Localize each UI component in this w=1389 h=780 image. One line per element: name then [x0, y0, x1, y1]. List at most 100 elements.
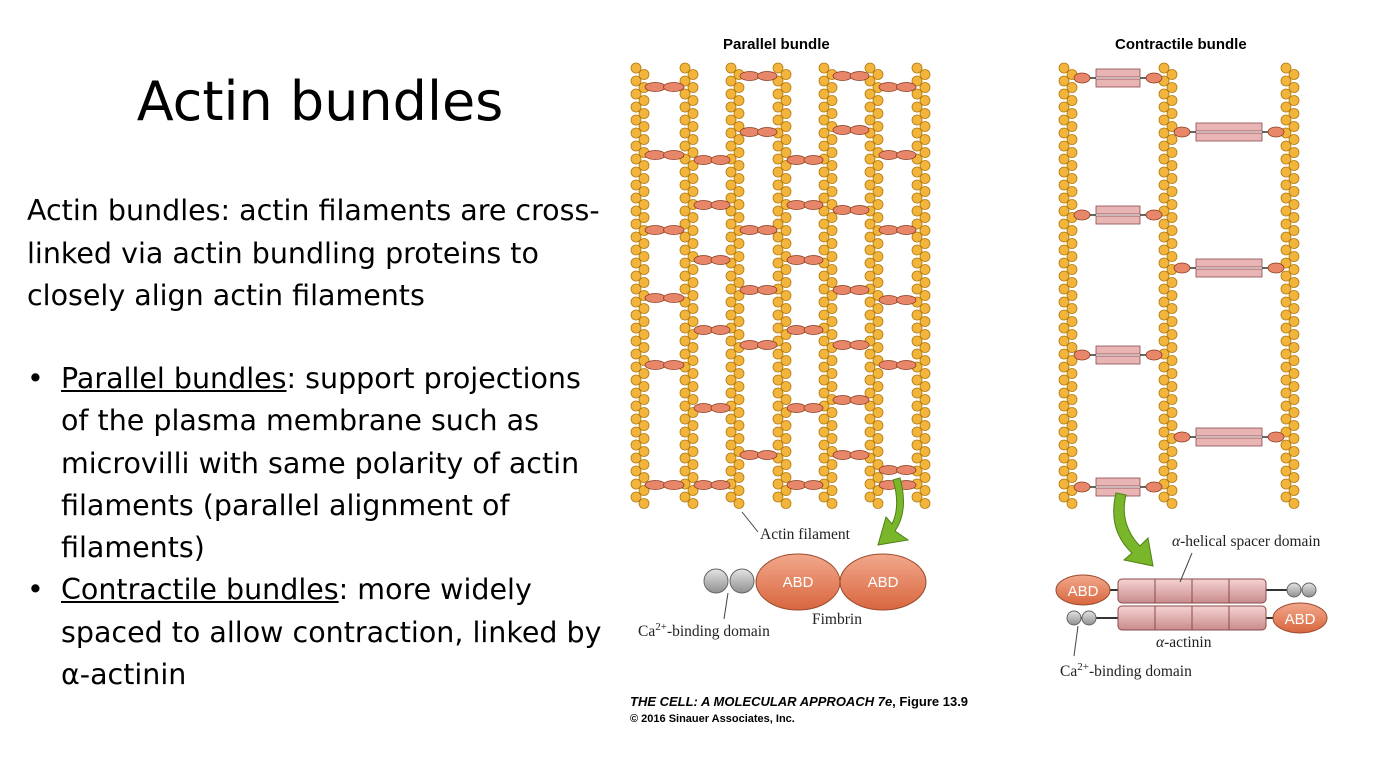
fimbrin-crosslink — [786, 325, 807, 335]
fimbrin-crosslink — [803, 200, 824, 210]
abd-label: ABD — [1068, 583, 1099, 600]
leader-line — [741, 511, 759, 533]
fimbrin-crosslink — [786, 155, 807, 165]
fimbrin-crosslink — [878, 150, 899, 160]
spacer-repeat-dividers — [1154, 579, 1230, 630]
bullet-text: : more widely spaced to allow contractio… — [61, 573, 602, 692]
fimbrin-crosslink — [896, 465, 917, 475]
ca-domain-icon — [1286, 582, 1302, 598]
fimbrin-crosslink — [710, 255, 731, 265]
fimbrin-crosslink — [693, 155, 714, 165]
ca-binding-label: Ca2+-binding domain — [638, 621, 770, 640]
fimbrin-crosslink — [710, 403, 731, 413]
bullet-term: Parallel bundles — [61, 362, 287, 395]
abd-label: ABD — [868, 574, 899, 591]
fimbrin-crosslink — [786, 200, 807, 210]
figure-credit: THE CELL: A MOLECULAR APPROACH 7e, Figur… — [630, 693, 968, 725]
actinin-abd-right — [1272, 602, 1328, 634]
zoom-arrow-contractile-icon — [1113, 492, 1154, 567]
fimbrin-crosslink — [878, 295, 899, 305]
fimbrin-crosslink — [757, 225, 778, 235]
fimbrin-crosslink — [878, 225, 899, 235]
fimbrin-crosslink — [757, 285, 778, 295]
fimbrin-crosslink — [849, 125, 870, 135]
ca-domain-icon — [729, 568, 755, 594]
fimbrin-crosslink — [739, 71, 760, 81]
abd-label: ABD — [783, 574, 814, 591]
fimbrin-crosslink — [757, 450, 778, 460]
actin-filament — [818, 62, 838, 509]
fimbrin-crosslink — [878, 82, 899, 92]
fimbrin-crosslink — [710, 155, 731, 165]
intro-paragraph: Actin bundles: actin filaments are cross… — [27, 194, 600, 312]
fimbrin-crosslink — [803, 325, 824, 335]
leader-line — [723, 592, 729, 620]
fimbrin-crosslink — [878, 465, 899, 475]
fimbrin-crosslink — [832, 340, 853, 350]
bullet-contractile: • Contractile bundles: more widely spaced… — [27, 569, 607, 696]
fimbrin-crosslink — [663, 480, 685, 490]
actinin-abd-left — [1055, 574, 1111, 606]
fimbrin-crosslink — [739, 450, 760, 460]
fimbrin-crosslink — [693, 255, 714, 265]
alpha-actinin-crosslink — [1073, 205, 1163, 225]
helical-spacer-label: α-helical spacer domain — [1172, 533, 1321, 550]
fimbrin-crosslink — [644, 225, 666, 235]
actin-filaments — [630, 62, 1300, 509]
fimbrin-crosslink — [710, 325, 731, 335]
contractile-bundle-title: Contractile bundle — [1115, 36, 1247, 53]
fimbrin-crosslink — [803, 480, 824, 490]
bullet-term: Contractile bundles — [61, 573, 339, 607]
fimbrin-crosslink — [739, 127, 760, 137]
fimbrin-crosslink — [896, 295, 917, 305]
alpha-actinin-crosslink — [1173, 122, 1285, 142]
fimbrin-crosslink — [644, 360, 666, 370]
fimbrin-crosslink — [757, 340, 778, 350]
actin-filament — [1158, 62, 1178, 509]
fimbrin-crosslink — [786, 480, 807, 490]
alpha-actinin-crosslink — [1173, 427, 1285, 447]
ca-binding-label: Ca2+-binding domain — [1060, 661, 1192, 680]
fimbrin-crosslink — [896, 150, 917, 160]
fimbrin-crosslink — [896, 360, 917, 370]
fimbrin-crosslink — [849, 285, 870, 295]
fimbrin-crosslink — [832, 395, 853, 405]
bullet-parallel: •Parallel bundles: support projections o… — [27, 358, 607, 569]
fimbrin-crosslink — [849, 340, 870, 350]
fimbrin-crosslink — [663, 360, 685, 370]
fimbrin-crosslink — [786, 255, 807, 265]
abd-label: ABD — [1285, 611, 1316, 628]
fimbrin-crosslink — [644, 480, 666, 490]
fimbrin-crosslink — [644, 150, 666, 160]
alpha-actinin-label: α-actinin — [1156, 634, 1212, 651]
fimbrin-crosslink — [693, 403, 714, 413]
fimbrin-crosslink — [757, 127, 778, 137]
fimbrin-crosslink — [739, 340, 760, 350]
fimbrin-crosslink — [849, 205, 870, 215]
actin-filament-label: Actin filament — [760, 526, 851, 543]
fimbrin-crosslink — [663, 293, 685, 303]
fimbrin-crosslink — [786, 403, 807, 413]
fimbrin-crosslink — [849, 71, 870, 81]
fimbrin-crosslink — [896, 225, 917, 235]
bullet-list: •Parallel bundles: support projections o… — [27, 358, 607, 696]
fimbrin-crosslink — [710, 480, 731, 490]
ca-domain-icon — [1081, 610, 1097, 626]
slide-title: Actin bundles — [136, 70, 504, 133]
fimbrin-crosslink — [896, 82, 917, 92]
bullet-marker: • — [27, 573, 44, 607]
fimbrin-abd-2 — [839, 553, 927, 611]
actin-filament — [679, 62, 699, 509]
fimbrin-crosslink — [832, 450, 853, 460]
fimbrin-crosslink — [693, 480, 714, 490]
fimbrin-crosslink — [739, 225, 760, 235]
fimbrin-crosslink — [803, 155, 824, 165]
alpha-actinin-crosslink — [1073, 345, 1163, 365]
credit-figure: , Figure 13.9 — [892, 694, 969, 709]
ca-domain-icon — [1301, 582, 1317, 598]
crosslinks — [644, 68, 1285, 497]
credit-copyright: © 2016 Sinauer Associates, Inc. — [630, 713, 795, 725]
credit-book: THE CELL: A MOLECULAR APPROACH 7e — [630, 694, 893, 709]
parallel-bundle-title: Parallel bundle — [723, 36, 830, 53]
fimbrin-label: Fimbrin — [812, 611, 862, 628]
